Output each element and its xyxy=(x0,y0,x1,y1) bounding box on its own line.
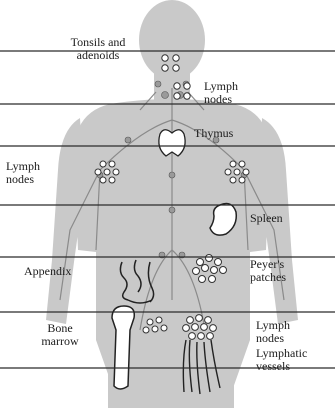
thymus-organ xyxy=(159,130,185,156)
label-thymus: Thymus xyxy=(194,127,233,140)
label-tonsils-and-adenoids: Tonsils and adenoids xyxy=(46,36,150,62)
label-appendix: Appendix xyxy=(24,265,71,278)
label-lymph-nodes-left: Lymph nodes xyxy=(6,160,40,186)
label-bone-marrow: Bone marrow xyxy=(30,322,90,348)
left-arm xyxy=(46,118,84,324)
label-lymphatic-vessels: Lymphatic vessels xyxy=(256,347,307,373)
label-spleen: Spleen xyxy=(250,212,283,225)
label-lymph-nodes-lower: Lymph nodes xyxy=(256,319,290,345)
label-peyers-patches: Peyer's patches xyxy=(250,258,286,284)
label-lymph-nodes-upper: Lymph nodes xyxy=(204,80,238,106)
